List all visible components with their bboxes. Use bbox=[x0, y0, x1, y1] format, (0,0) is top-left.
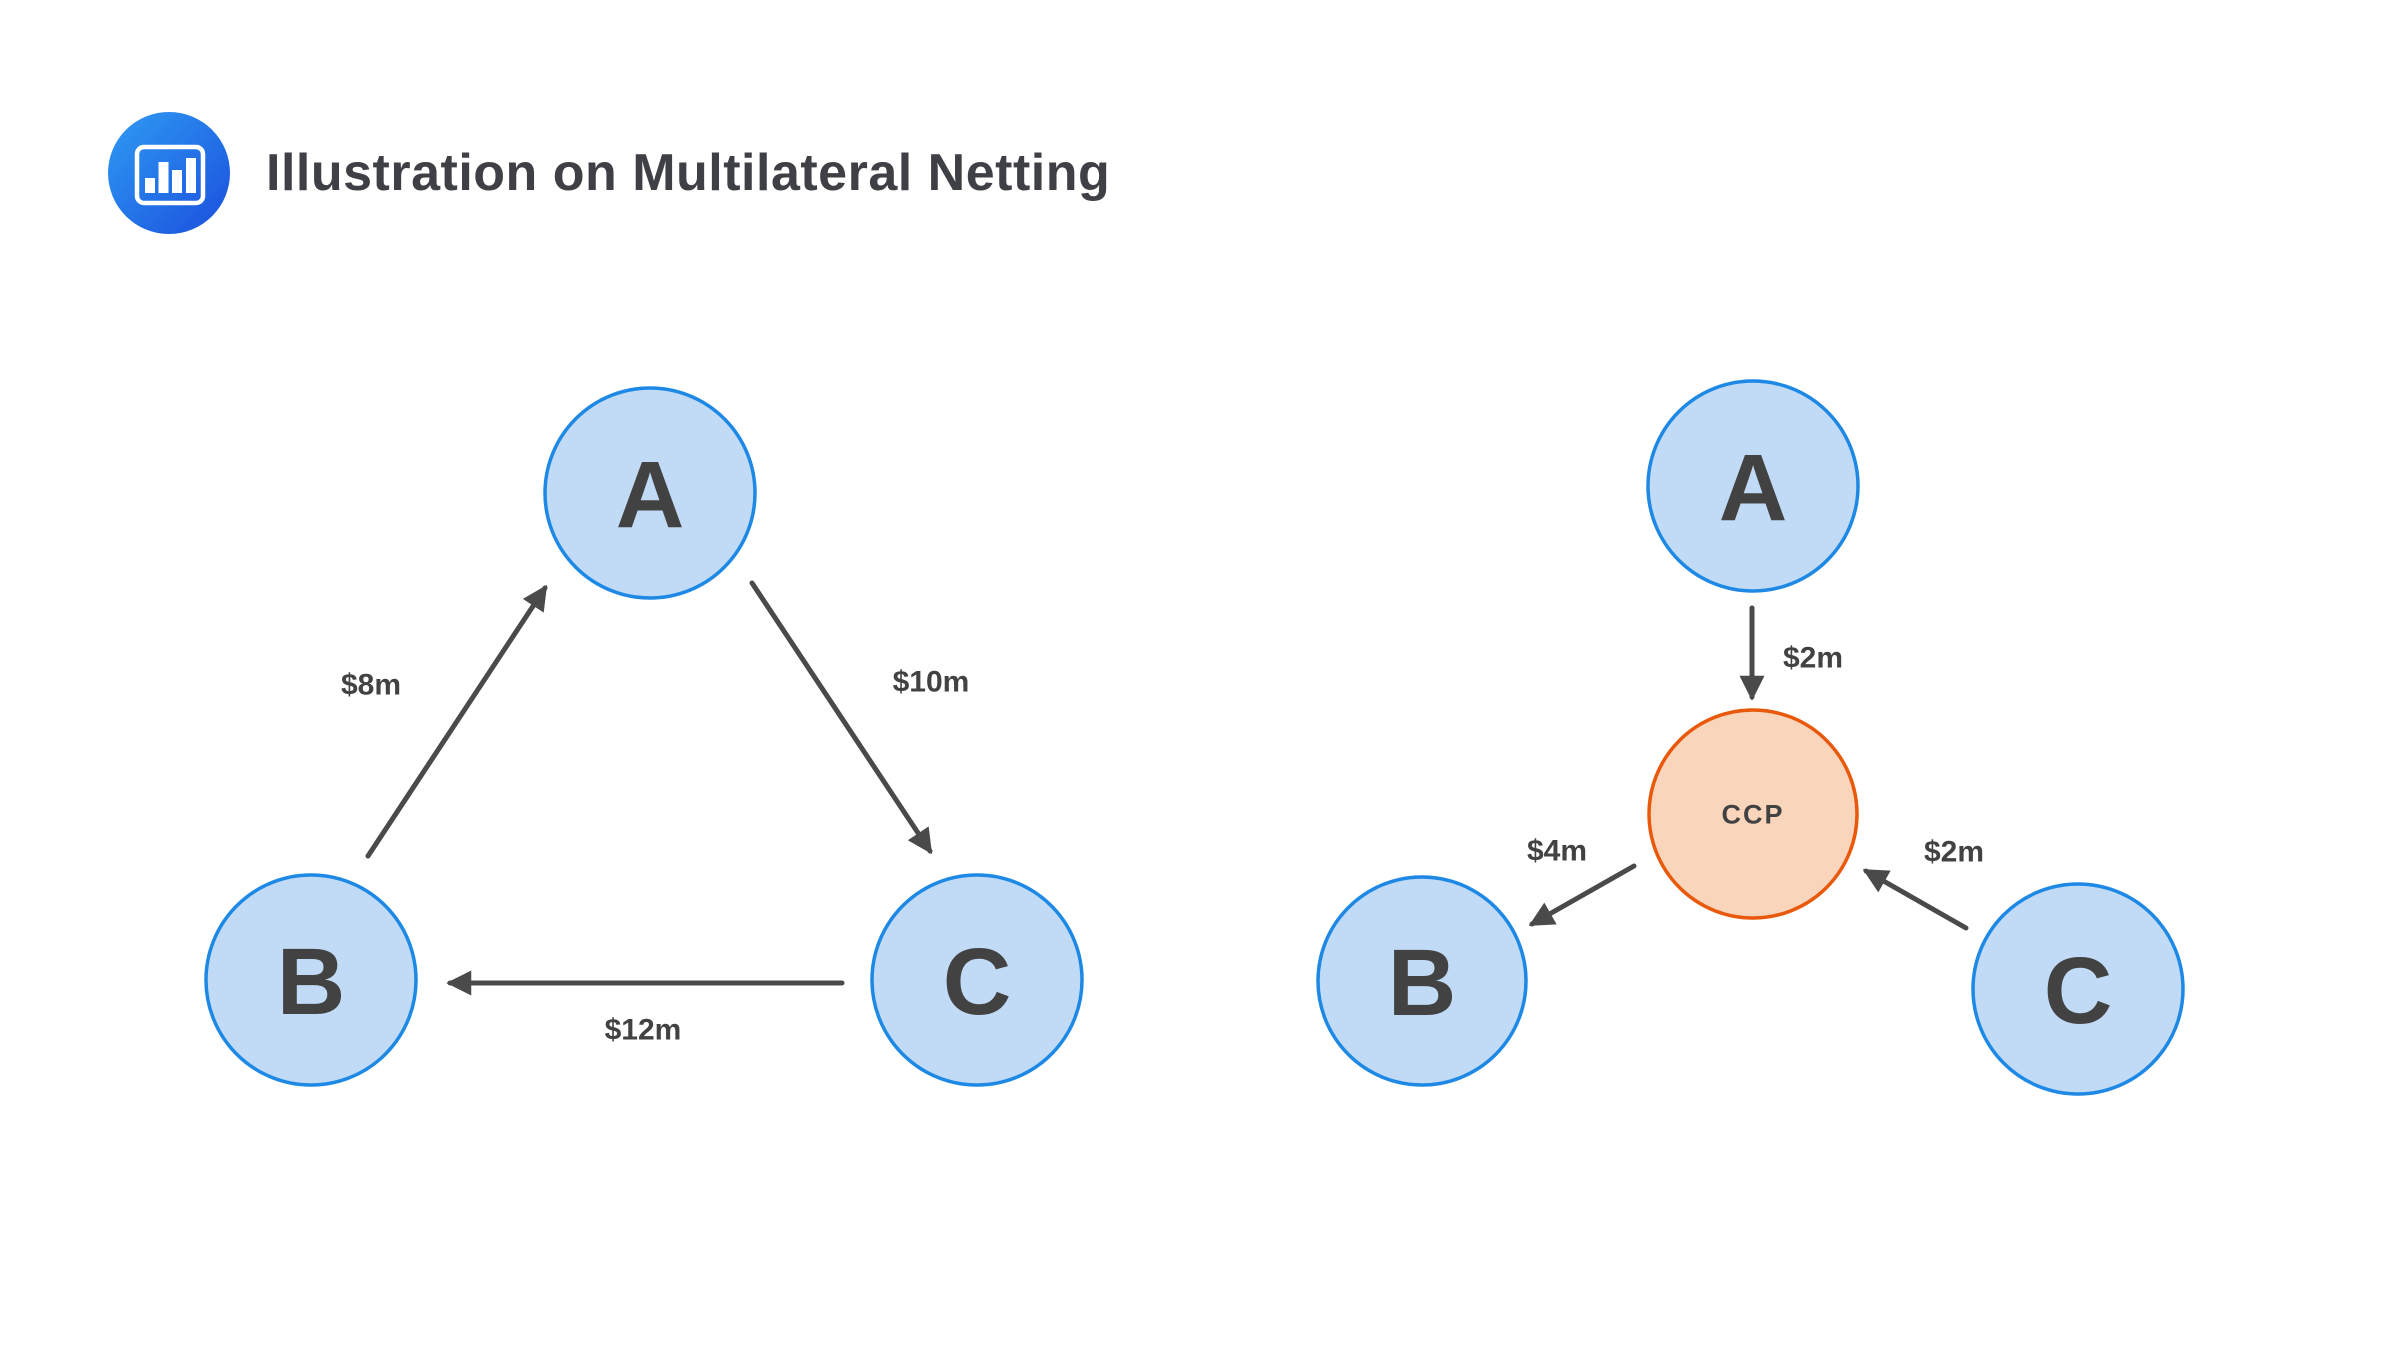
edge-c-to-ccp bbox=[1862, 868, 1969, 931]
edge-ccp-to-b bbox=[1528, 863, 1637, 927]
multilateral-node-c-label: C bbox=[2044, 938, 2113, 1044]
edge-c-to-b-label: $12m bbox=[605, 1014, 682, 1047]
multilateral-node-b bbox=[1316, 875, 1528, 1087]
multilateral-node-ccp-label: CCP bbox=[1721, 800, 1784, 830]
multilateral-node-a-label: A bbox=[1719, 435, 1788, 541]
multilateral-node-b-label: B bbox=[1388, 930, 1457, 1036]
bilateral-node-b bbox=[204, 873, 418, 1087]
header: Illustration on Multilateral Netting bbox=[108, 112, 1110, 234]
edge-a-to-c bbox=[749, 580, 933, 855]
bilateral-node-c-label: C bbox=[943, 929, 1012, 1035]
edge-c-to-ccp-label: $2m bbox=[1924, 836, 1984, 869]
multilateral-node-c bbox=[1971, 882, 2185, 1096]
bar-chart-icon bbox=[108, 112, 230, 234]
bilateral-node-c bbox=[870, 873, 1084, 1087]
bilateral-netting-diagram: $8m $10m $12m A B C bbox=[204, 386, 1084, 1087]
page-title: Illustration on Multilateral Netting bbox=[266, 144, 1111, 202]
edge-a-to-c-label: $10m bbox=[893, 666, 970, 699]
app-logo bbox=[108, 112, 230, 234]
edge-a-to-ccp-label: $2m bbox=[1783, 642, 1843, 675]
bilateral-node-a bbox=[543, 386, 757, 600]
edge-ccp-to-b-label: $4m bbox=[1527, 835, 1587, 868]
multilateral-netting-diagram: $2m $4m $2m A B C CCP bbox=[1316, 379, 2185, 1096]
bilateral-node-a-label: A bbox=[616, 442, 685, 548]
multilateral-node-ccp bbox=[1647, 708, 1859, 920]
bilateral-node-b-label: B bbox=[277, 929, 346, 1035]
edge-b-to-a bbox=[365, 584, 548, 859]
edge-b-to-a-label: $8m bbox=[341, 669, 401, 702]
multilateral-node-a bbox=[1646, 379, 1860, 593]
